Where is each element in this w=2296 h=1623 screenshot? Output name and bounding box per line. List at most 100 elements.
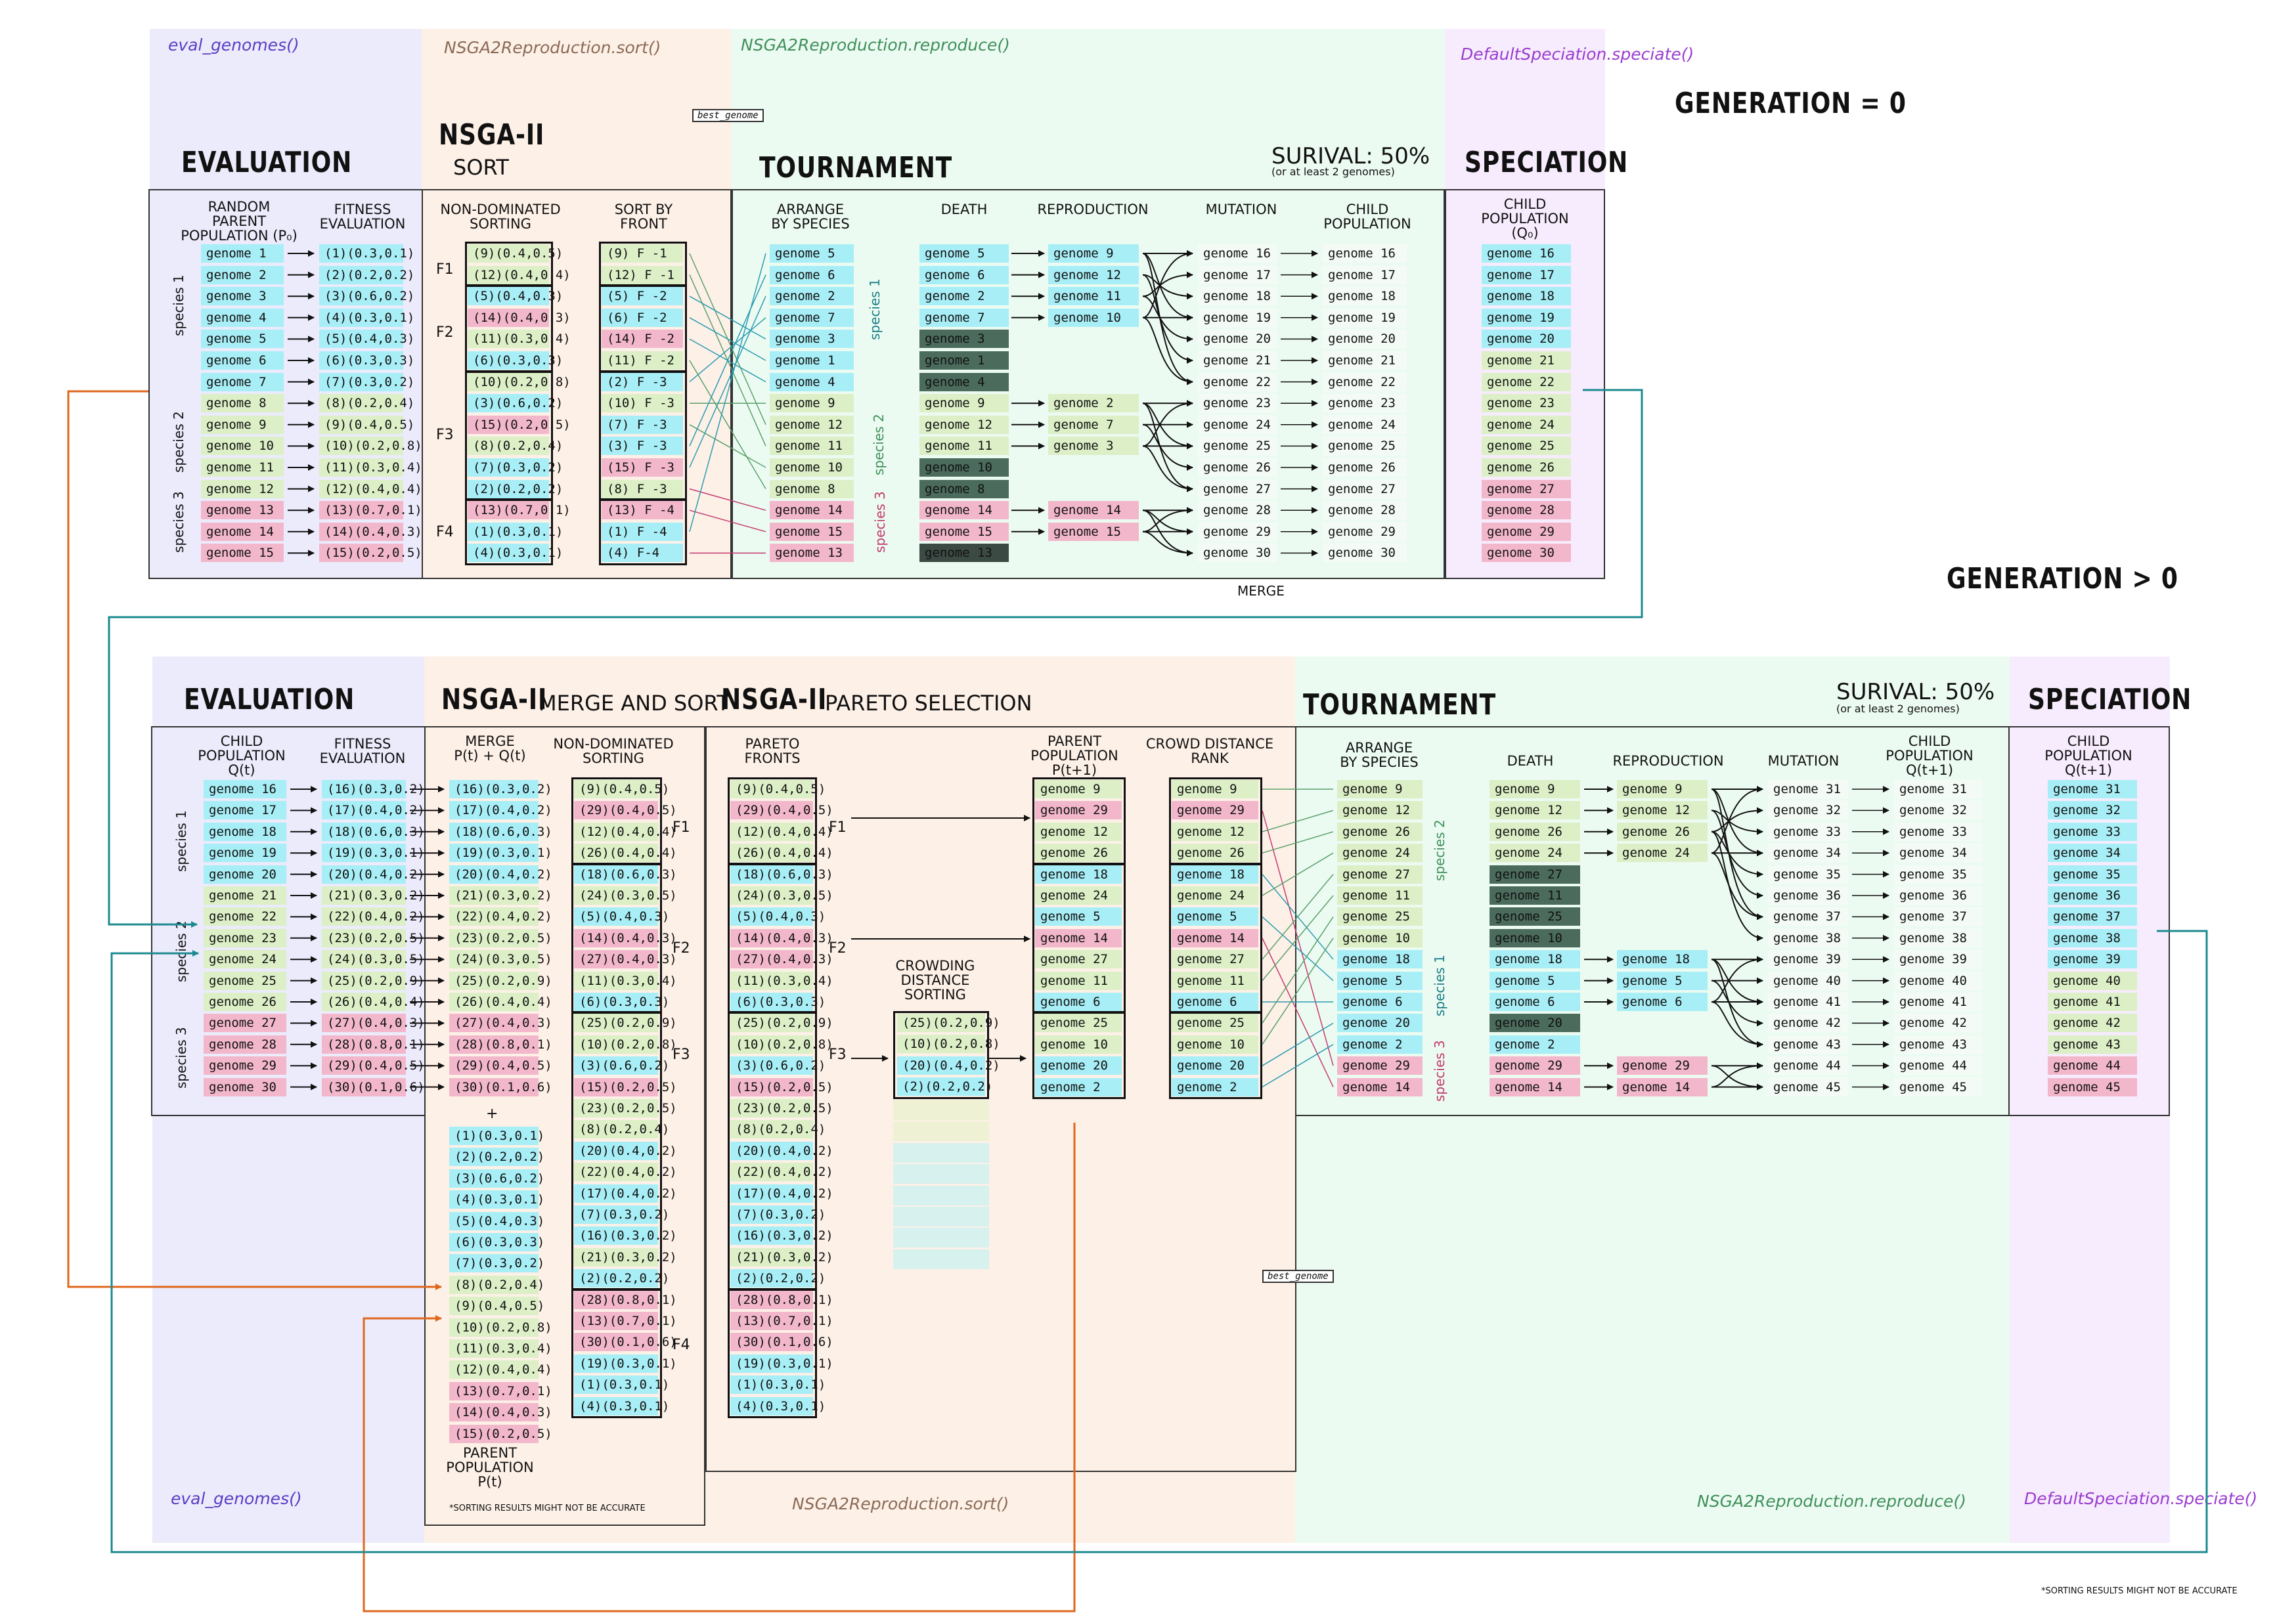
rank-to-arrange-line [1262, 874, 1334, 960]
section-title: NSGA-II [441, 683, 548, 716]
front-label: F3 [436, 427, 454, 443]
nondominated-cell: (24)(0.3,0.5) [574, 886, 677, 905]
arrange-cell: genome 5 [1337, 971, 1423, 990]
pareto-cell: (30)(0.1,0.6) [730, 1333, 833, 1352]
sort-by-front-cell: (15) F -3 [602, 458, 683, 477]
merge-cell: (26)(0.4,0.4) [449, 993, 552, 1011]
death-cell: genome 12 [1490, 801, 1580, 820]
mutation-cell: genome 22 [1198, 372, 1277, 391]
mutation-cell: genome 30 [1198, 544, 1277, 563]
fitness-cell: (21)(0.3,0.2) [322, 886, 425, 905]
population-cell: genome 26 [204, 993, 286, 1011]
death-cell: genome 6 [919, 265, 1009, 284]
death-cell: genome 7 [919, 308, 1009, 327]
rank-to-arrange-line [1262, 810, 1334, 833]
speciation-cell: genome 27 [1482, 479, 1571, 498]
section-title: NSGA-II [439, 118, 545, 152]
rank-to-arrange-line [1262, 938, 1334, 1045]
column-header: DEATH [940, 202, 988, 217]
nondominated-cell: (12)(0.4,0.4) [574, 822, 677, 841]
nondominated-cell: (2)(0.2,0.2) [468, 479, 563, 498]
population-cell: genome 7 [201, 372, 284, 391]
front-label: F1 [673, 819, 690, 836]
arrange-cell: genome 29 [1337, 1056, 1423, 1075]
nondominated-cell: (1)(0.3,0.1) [574, 1375, 669, 1395]
nondominated-cell: (28)(0.8,0.1) [574, 1290, 677, 1309]
death-cell: genome 15 [919, 522, 1009, 541]
death-cell: genome 4 [919, 372, 1009, 391]
reproduction-cell: genome 18 [1617, 950, 1708, 969]
arrange-cell: genome 10 [770, 458, 854, 477]
reproduction-cell: genome 26 [1617, 822, 1708, 841]
column-header: NON-DOMINATED SORTING [440, 202, 561, 232]
survival-label: SURIVAL: 50% [1836, 679, 1995, 705]
merge-cell: (6)(0.3,0.3) [449, 1233, 544, 1251]
pareto-cell: (16)(0.3,0.2) [730, 1226, 833, 1245]
speciation-cell: genome 37 [2048, 907, 2137, 926]
column-header: CROWD DISTANCE RANK [1145, 736, 1274, 766]
arrange-cell: genome 27 [1337, 865, 1423, 884]
nondominated-cell: (3)(0.6,0.2) [574, 1056, 669, 1075]
speciation-cell: genome 40 [2048, 971, 2137, 990]
function-label: NSGA2Reproduction.sort() [792, 1494, 1009, 1513]
pareto-cell: (9)(0.4,0.5) [730, 780, 826, 798]
population-cell: genome 2 [201, 265, 284, 284]
speciation-cell: genome 16 [1482, 244, 1571, 263]
arrange-cell: genome 18 [1337, 950, 1423, 969]
nondominated-cell: (4)(0.3,0.1) [468, 544, 563, 563]
population-cell: genome 14 [201, 522, 284, 541]
sort-by-front-cell: (10) F -3 [602, 394, 683, 413]
column-header: ARRANGE BY SPECIES [1340, 740, 1419, 770]
fitness-cell: (25)(0.2,0.9) [322, 971, 425, 990]
crowding-empty-cell [893, 1228, 989, 1248]
speciation-cell: genome 41 [2048, 993, 2137, 1011]
column-header: REPRODUCTION [1612, 753, 1724, 769]
mutation-cell: genome 35 [1768, 865, 1848, 884]
best-genome-tag: best_genome [692, 109, 764, 122]
arrange-cell: genome 12 [770, 415, 854, 434]
mutation-cell: genome 29 [1198, 522, 1277, 541]
arrange-cell: genome 6 [1337, 993, 1423, 1011]
reproduction-cell: genome 10 [1048, 308, 1139, 327]
sorting-note: *SORTING RESULTS MIGHT NOT BE ACCURATE [2041, 1586, 2238, 1596]
pareto-cell: (23)(0.2,0.5) [730, 1099, 833, 1117]
population-cell: genome 19 [204, 844, 286, 863]
pareto-cell: (18)(0.6,0.3) [730, 865, 833, 884]
sort-by-front-cell: (1) F -4 [602, 522, 683, 541]
population-cell: genome 5 [201, 330, 284, 349]
column-header: PARENT POPULATION P(t) [446, 1445, 534, 1490]
child-cell: genome 22 [1323, 372, 1407, 391]
rank-cell: genome 12 [1172, 822, 1258, 841]
mutation-cell: genome 42 [1768, 1014, 1848, 1033]
nondominated-cell: (7)(0.3,0.2) [574, 1205, 669, 1224]
fitness-cell: (10)(0.2,0.8) [319, 437, 422, 456]
front-label: F4 [436, 524, 454, 540]
sort-to-arrange-line [689, 317, 766, 383]
fitness-cell: (7)(0.3,0.2) [319, 372, 414, 391]
fitness-cell: (19)(0.3,0.1) [322, 844, 425, 863]
arrange-cell: genome 6 [770, 265, 854, 284]
column-header: RANDOM PARENT POPULATION (P₀) [181, 199, 298, 244]
fitness-cell: (27)(0.4,0.3) [322, 1014, 425, 1033]
pareto-cell: (17)(0.4,0.2) [730, 1184, 833, 1203]
column-header: CHILD POPULATION Q(t+1) [1886, 733, 1974, 778]
front-label: F3 [829, 1047, 847, 1063]
child-cell: genome 31 [1894, 780, 1982, 798]
nondominated-cell: (8)(0.2,0.4) [468, 437, 563, 456]
merge-cell: (23)(0.2,0.5) [449, 928, 552, 947]
sort-to-arrange-line [689, 360, 766, 489]
nondominated-cell: (26)(0.4,0.4) [574, 844, 677, 863]
child-cell: genome 21 [1323, 351, 1407, 370]
column-header: DEATH [1507, 753, 1554, 769]
death-cell: genome 29 [1490, 1056, 1580, 1075]
mutation-cell: genome 16 [1198, 244, 1277, 263]
child-cell: genome 29 [1323, 522, 1407, 541]
child-cell: genome 36 [1894, 886, 1982, 905]
death-cell: genome 10 [1490, 928, 1580, 947]
merge-cell: (24)(0.3,0.5) [449, 950, 552, 969]
rank-cell: genome 26 [1172, 844, 1258, 863]
crowding-empty-cell [893, 1249, 989, 1269]
pareto-cell: (25)(0.2,0.9) [730, 1014, 833, 1033]
reproduction-curve [1711, 852, 1763, 920]
crowding-empty-cell [893, 1185, 989, 1205]
